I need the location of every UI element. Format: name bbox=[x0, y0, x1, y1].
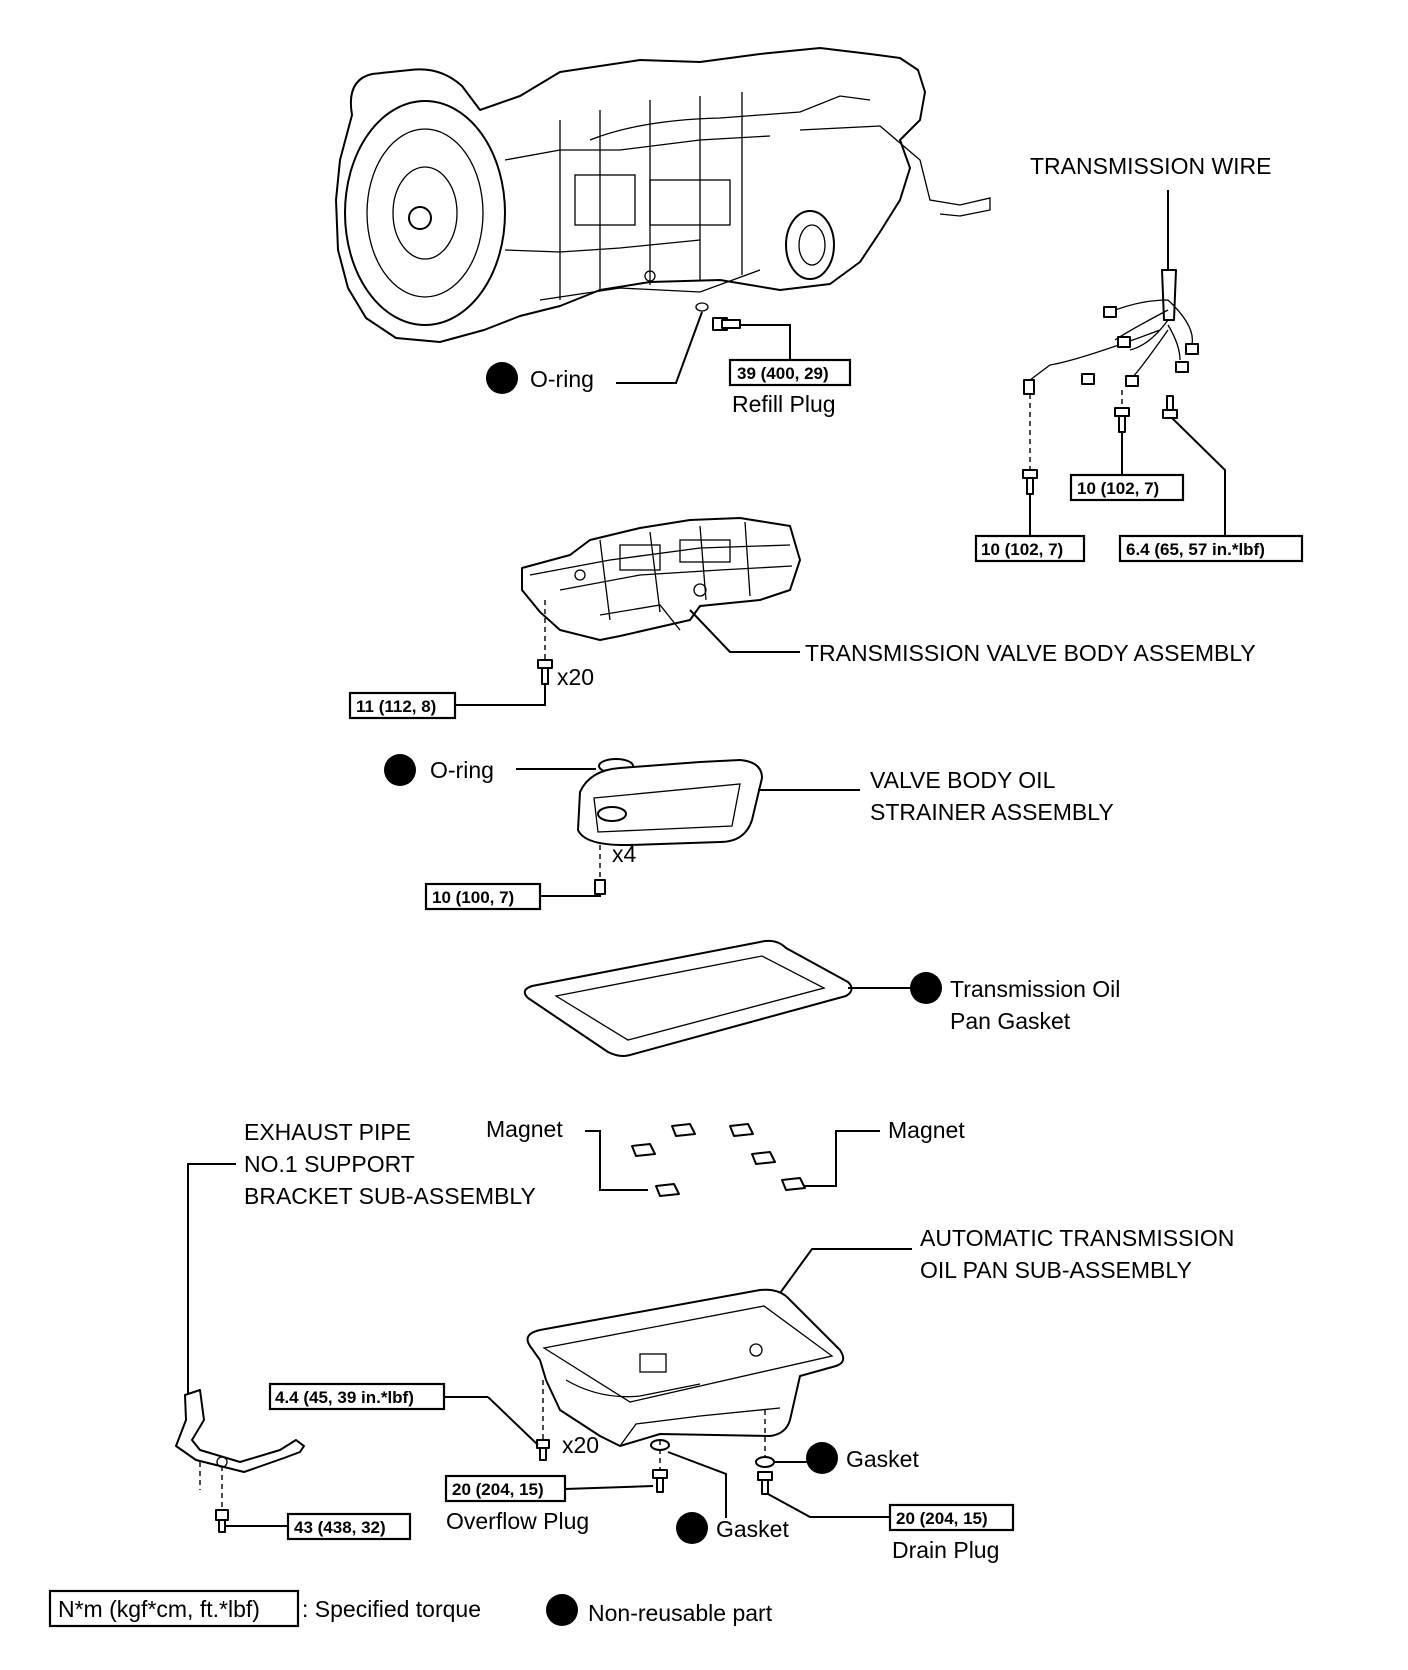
gasket-bottom-label: Gasket bbox=[716, 1516, 789, 1542]
exhaust-label-line2: NO.1 SUPPORT bbox=[244, 1151, 415, 1177]
top-o-ring-callout: O-ring bbox=[486, 311, 703, 394]
exhaust-label-line1: EXHAUST PIPE bbox=[244, 1119, 411, 1145]
valve-body-torque: 11 (112, 8) bbox=[356, 697, 436, 716]
wire-bolt-center-callout: 10 (102, 7) bbox=[1069, 473, 1185, 502]
transmission-assembly-drawing bbox=[335, 47, 991, 343]
oil-pan-torque: 4.4 (45, 39 in.*lbf) bbox=[275, 1388, 414, 1407]
wire-bolt-left-torque: 10 (102, 7) bbox=[981, 540, 1063, 559]
magnet-right-label: Magnet bbox=[888, 1117, 965, 1143]
bracket-torque-callout: 43 (438, 32) bbox=[286, 1512, 412, 1541]
overflow-plug-label: Overflow Plug bbox=[446, 1508, 589, 1534]
refill-plug-callout: 39 (400, 29) Refill Plug bbox=[728, 324, 852, 417]
bracket-torque: 43 (438, 32) bbox=[294, 1518, 386, 1537]
legend-non-reusable-text: Non-reusable part bbox=[588, 1600, 773, 1626]
legend-non-reusable-marker bbox=[546, 1594, 578, 1626]
strainer-label-line1: VALVE BODY OIL bbox=[870, 767, 1056, 793]
refill-plug-torque: 39 (400, 29) bbox=[737, 364, 829, 383]
strainer-drawing bbox=[516, 758, 860, 897]
strainer-label-line2: STRAINER ASSEMBLY bbox=[870, 799, 1114, 825]
strainer-torque-callout: 10 (100, 7) bbox=[424, 882, 542, 911]
overflow-plug-callout: 20 (204, 15) Overflow Plug bbox=[444, 1474, 589, 1534]
oil-pan-label-line2: OIL PAN SUB-ASSEMBLY bbox=[920, 1257, 1192, 1283]
oil-pan-gasket-drawing bbox=[523, 939, 912, 1057]
pan-gasket-label-line2: Pan Gasket bbox=[950, 1008, 1071, 1034]
wire-bolt-right-torque: 6.4 (65, 57 in.*lbf) bbox=[1126, 540, 1265, 559]
oil-pan-bolt-qty: x20 bbox=[562, 1432, 599, 1458]
legend: N*m (kgf*cm, ft.*lbf) : Specified torque… bbox=[48, 1589, 773, 1628]
magnet-left-label: Magnet bbox=[486, 1116, 563, 1142]
non-reusable-marker bbox=[676, 1512, 708, 1544]
legend-torque-box-text: N*m (kgf*cm, ft.*lbf) bbox=[58, 1596, 260, 1622]
oil-pan-drawing bbox=[487, 1248, 912, 1518]
legend-torque-text: : Specified torque bbox=[302, 1596, 481, 1622]
magnets-drawing bbox=[585, 1123, 880, 1197]
wire-bolt-center-torque: 10 (102, 7) bbox=[1077, 479, 1159, 498]
valve-body-label: TRANSMISSION VALVE BODY ASSEMBLY bbox=[805, 640, 1256, 666]
drain-plug-callout: 20 (204, 15) Drain Plug bbox=[888, 1503, 1015, 1563]
refill-plug-label: Refill Plug bbox=[732, 391, 836, 417]
oil-pan-torque-callout: 4.4 (45, 39 in.*lbf) bbox=[268, 1382, 488, 1411]
overflow-plug-torque: 20 (204, 15) bbox=[452, 1480, 544, 1499]
drain-plug-torque: 20 (204, 15) bbox=[896, 1509, 988, 1528]
pan-gasket-label-line1: Transmission Oil bbox=[950, 976, 1120, 1002]
oil-pan-label-line1: AUTOMATIC TRANSMISSION bbox=[920, 1225, 1234, 1251]
valve-body-bolt-qty: x20 bbox=[557, 664, 594, 690]
top-o-ring-label: O-ring bbox=[530, 366, 594, 392]
non-reusable-marker bbox=[384, 754, 416, 786]
non-reusable-marker bbox=[910, 972, 942, 1004]
non-reusable-marker bbox=[486, 362, 518, 394]
gasket-right-label: Gasket bbox=[846, 1446, 919, 1472]
wire-bolt-right-callout: 6.4 (65, 57 in.*lbf) bbox=[1118, 534, 1304, 563]
wire-bolt-left-callout: 10 (102, 7) bbox=[974, 534, 1086, 563]
exhaust-bracket-drawing bbox=[175, 1163, 305, 1533]
valve-body-torque-callout: 11 (112, 8) bbox=[348, 691, 457, 720]
drain-plug-label: Drain Plug bbox=[892, 1537, 999, 1563]
non-reusable-marker bbox=[806, 1442, 838, 1474]
transmission-wire-drawing: TRANSMISSION WIRE bbox=[1022, 153, 1272, 536]
legend-torque-box bbox=[48, 1589, 300, 1628]
transmission-wire-label: TRANSMISSION WIRE bbox=[1030, 153, 1272, 179]
strainer-torque: 10 (100, 7) bbox=[432, 888, 514, 907]
exhaust-label-line3: BRACKET SUB-ASSEMBLY bbox=[244, 1183, 536, 1209]
strainer-bolt-qty: x4 bbox=[612, 841, 637, 867]
mid-o-ring-label: O-ring bbox=[430, 757, 494, 783]
valve-body-drawing bbox=[455, 517, 801, 706]
